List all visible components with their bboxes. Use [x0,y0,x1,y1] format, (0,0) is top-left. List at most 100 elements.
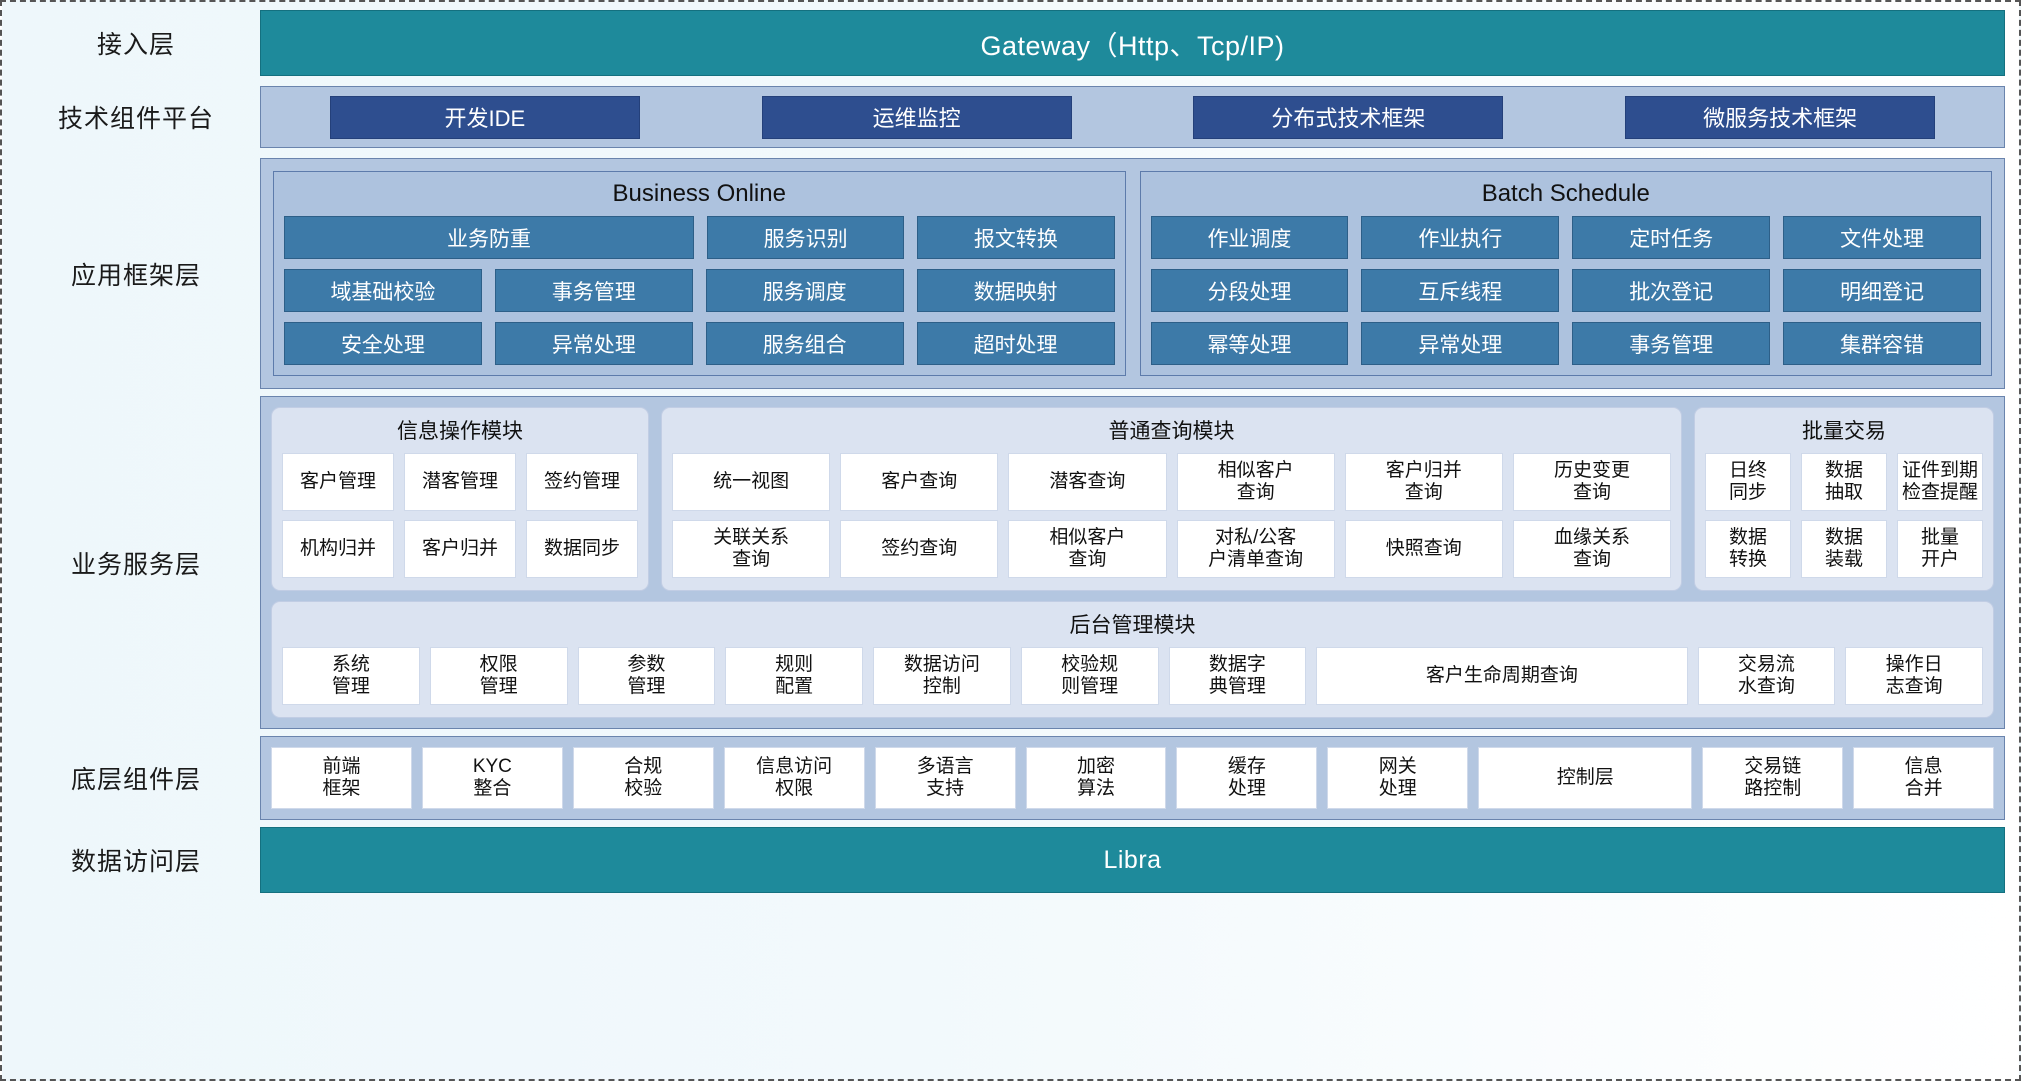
cell-similar-customer-query-2[interactable]: 相似客户 查询 [1008,520,1167,578]
cell-transaction-flow-query[interactable]: 交易流 水查询 [1697,647,1836,705]
app-chip-transaction-mgmt-batch[interactable]: 事务管理 [1572,322,1771,365]
app-chip-timed-task[interactable]: 定时任务 [1572,216,1771,259]
app-chip-exception-process[interactable]: 异常处理 [494,322,693,365]
cell-snapshot-query[interactable]: 快照查询 [1344,520,1503,578]
component-panel: 前端 框架 KYC 整合 合规 校验 信息访问 权限 多语言 支持 加密 算法 … [260,736,2005,820]
cell-contract-mgmt[interactable]: 签约管理 [526,453,638,511]
app-chip-exception-process-batch[interactable]: 异常处理 [1361,322,1560,365]
cell-customer-merge-query[interactable]: 客户归并 查询 [1344,453,1503,511]
cell-row: 机构归并 客户归并 数据同步 [282,520,638,578]
cell-certificate-expiry-reminder[interactable]: 证件到期 检查提醒 [1897,453,1983,511]
tech-chip-microservice-framework[interactable]: 微服务技术框架 [1625,95,1936,139]
app-chip-timeout-process[interactable]: 超时处理 [916,322,1115,365]
cell-customer-lifecycle-query[interactable]: 客户生命周期查询 [1316,647,1688,705]
tech-chip-distributed-framework[interactable]: 分布式技术框架 [1193,95,1504,139]
module-title-info-operation: 信息操作模块 [397,420,523,443]
app-chip-detail-register[interactable]: 明细登记 [1783,269,1981,312]
group-title-business-online: Business Online [612,180,786,207]
cell-data-sync[interactable]: 数据同步 [526,520,638,578]
app-chip-job-schedule[interactable]: 作业调度 [1150,216,1349,259]
app-row: 业务防重 服务识别 报文转换 [284,216,1115,259]
tech-panel: 开发IDE 运维监控 分布式技术框架 微服务技术框架 [260,86,2005,148]
cell-relation-query[interactable]: 关联关系 查询 [672,520,831,578]
cell-compliance-validate[interactable]: 合规 校验 [572,747,714,809]
app-chip-security-process[interactable]: 安全处理 [284,322,482,365]
cell-permission-mgmt[interactable]: 权限 管理 [429,647,568,705]
gateway-bar[interactable]: Gateway（Http、Tcp/IP) [260,10,2005,76]
layer-access: 接入层 Gateway（Http、Tcp/IP) [12,10,2005,76]
cell-data-load[interactable]: 数据 装载 [1801,520,1887,578]
cell-customer-query[interactable]: 客户查询 [840,453,999,511]
cell-rule-config[interactable]: 规则 配置 [725,647,863,705]
libra-bar[interactable]: Libra [260,827,2005,893]
cell-private-public-customer-list-query[interactable]: 对私/公客 户清单查询 [1176,520,1335,578]
cell-parameter-mgmt[interactable]: 参数 管理 [577,647,716,705]
app-row: 安全处理 异常处理 服务组合 超时处理 [284,322,1115,365]
app-chip-transaction-mgmt[interactable]: 事务管理 [494,269,693,312]
cell-lineage-query[interactable]: 血缘关系 查询 [1512,520,1672,578]
cell-operation-log-query[interactable]: 操作日 志查询 [1845,647,1984,705]
cell-similar-customer-query[interactable]: 相似客户 查询 [1176,453,1335,511]
app-chip-segment-process[interactable]: 分段处理 [1150,269,1349,312]
app-chip-service-compose[interactable]: 服务组合 [705,322,904,365]
app-chip-service-identify[interactable]: 服务识别 [707,216,905,259]
spacer [12,820,2005,827]
cell-transaction-chain-control[interactable]: 交易链 路控制 [1702,747,1844,809]
cell-encryption-algorithm[interactable]: 加密 算法 [1025,747,1167,809]
cell-row: 关联关系 查询 签约查询 相似客户 查询 对私/公客 户清单查询 快照查询 血缘… [672,520,1672,578]
app-chip-batch-register[interactable]: 批次登记 [1572,269,1771,312]
app-chip-message-convert[interactable]: 报文转换 [917,216,1115,259]
cell-customer-merge[interactable]: 客户归并 [404,520,516,578]
cell-row: 系统 管理 权限 管理 参数 管理 规则 配置 数据访问 控制 校验规 则管理 … [282,647,1984,705]
cell-unified-view[interactable]: 统一视图 [672,453,831,511]
tech-chip-ops-monitor[interactable]: 运维监控 [761,95,1072,139]
cell-eod-sync[interactable]: 日终 同步 [1705,453,1791,511]
app-chip-job-execute[interactable]: 作业执行 [1361,216,1560,259]
cell-row: 统一视图 客户查询 潜客查询 相似客户 查询 客户归并 查询 历史变更 查询 [672,453,1672,511]
group-business-online: Business Online 业务防重 服务识别 报文转换 域基础校验 事务管… [273,171,1126,376]
layer-bottom-component: 底层组件层 前端 框架 KYC 整合 合规 校验 信息访问 权限 多语言 支持 … [12,736,2005,820]
cell-frontend-framework[interactable]: 前端 框架 [271,747,412,809]
app-chip-service-dispatch[interactable]: 服务调度 [705,269,904,312]
app-chip-business-dedup[interactable]: 业务防重 [284,216,695,259]
business-service-panel: 信息操作模块 客户管理 潜客管理 签约管理 机构归并 客户归并 数据同步 [260,396,2005,729]
cell-control-layer[interactable]: 控制层 [1478,747,1693,809]
app-row: 作业调度 作业执行 定时任务 文件处理 [1150,216,1981,259]
module-title-backoffice: 后台管理模块 [1069,614,1196,637]
app-chip-data-mapping[interactable]: 数据映射 [916,269,1115,312]
cell-batch-account-open[interactable]: 批量 开户 [1897,520,1983,578]
app-chip-mutex-thread[interactable]: 互斥线程 [1361,269,1560,312]
layer-label-tech: 技术组件平台 [57,105,214,133]
app-chip-idempotent-process[interactable]: 幂等处理 [1150,322,1349,365]
module-info-operation: 信息操作模块 客户管理 潜客管理 签约管理 机构归并 客户归并 数据同步 [271,407,649,591]
cell-validation-rule-mgmt[interactable]: 校验规 则管理 [1020,647,1159,705]
cell-data-transform[interactable]: 数据 转换 [1705,520,1791,578]
cell-info-merge[interactable]: 信息 合并 [1853,747,1995,809]
cell-data-access-control[interactable]: 数据访问 控制 [873,647,1011,705]
app-chip-domain-validate[interactable]: 域基础校验 [284,269,482,312]
tech-chip-ide[interactable]: 开发IDE [329,95,640,139]
cell-contract-query[interactable]: 签约查询 [840,520,999,578]
cell-data-dictionary-mgmt[interactable]: 数据字 典管理 [1168,647,1307,705]
cell-cache-process[interactable]: 缓存 处理 [1176,747,1318,809]
cell-info-access-permission[interactable]: 信息访问 权限 [723,747,865,809]
cell-prospect-mgmt[interactable]: 潜客管理 [404,453,516,511]
cell-org-merge[interactable]: 机构归并 [282,520,394,578]
cell-multilanguage-support[interactable]: 多语言 支持 [874,747,1016,809]
cell-row: 日终 同步 数据 抽取 证件到期 检查提醒 [1705,453,1983,511]
cell-prospect-query[interactable]: 潜客查询 [1008,453,1167,511]
cell-history-change-query[interactable]: 历史变更 查询 [1512,453,1672,511]
spacer [12,148,2005,158]
cell-kyc-integration[interactable]: KYC 整合 [421,747,563,809]
cell-system-mgmt[interactable]: 系统 管理 [282,647,420,705]
app-chip-file-process[interactable]: 文件处理 [1783,216,1981,259]
cell-data-extract[interactable]: 数据 抽取 [1801,453,1887,511]
cell-gateway-process[interactable]: 网关 处理 [1327,747,1469,809]
cell-customer-mgmt[interactable]: 客户管理 [282,453,394,511]
layer-data-access: 数据访问层 Libra [12,827,2005,893]
cell-row: 客户管理 潜客管理 签约管理 [282,453,638,511]
layer-label-access: 接入层 [96,31,175,59]
layer-label-component: 底层组件层 [70,766,201,794]
app-chip-cluster-fault-tolerance[interactable]: 集群容错 [1783,322,1981,365]
